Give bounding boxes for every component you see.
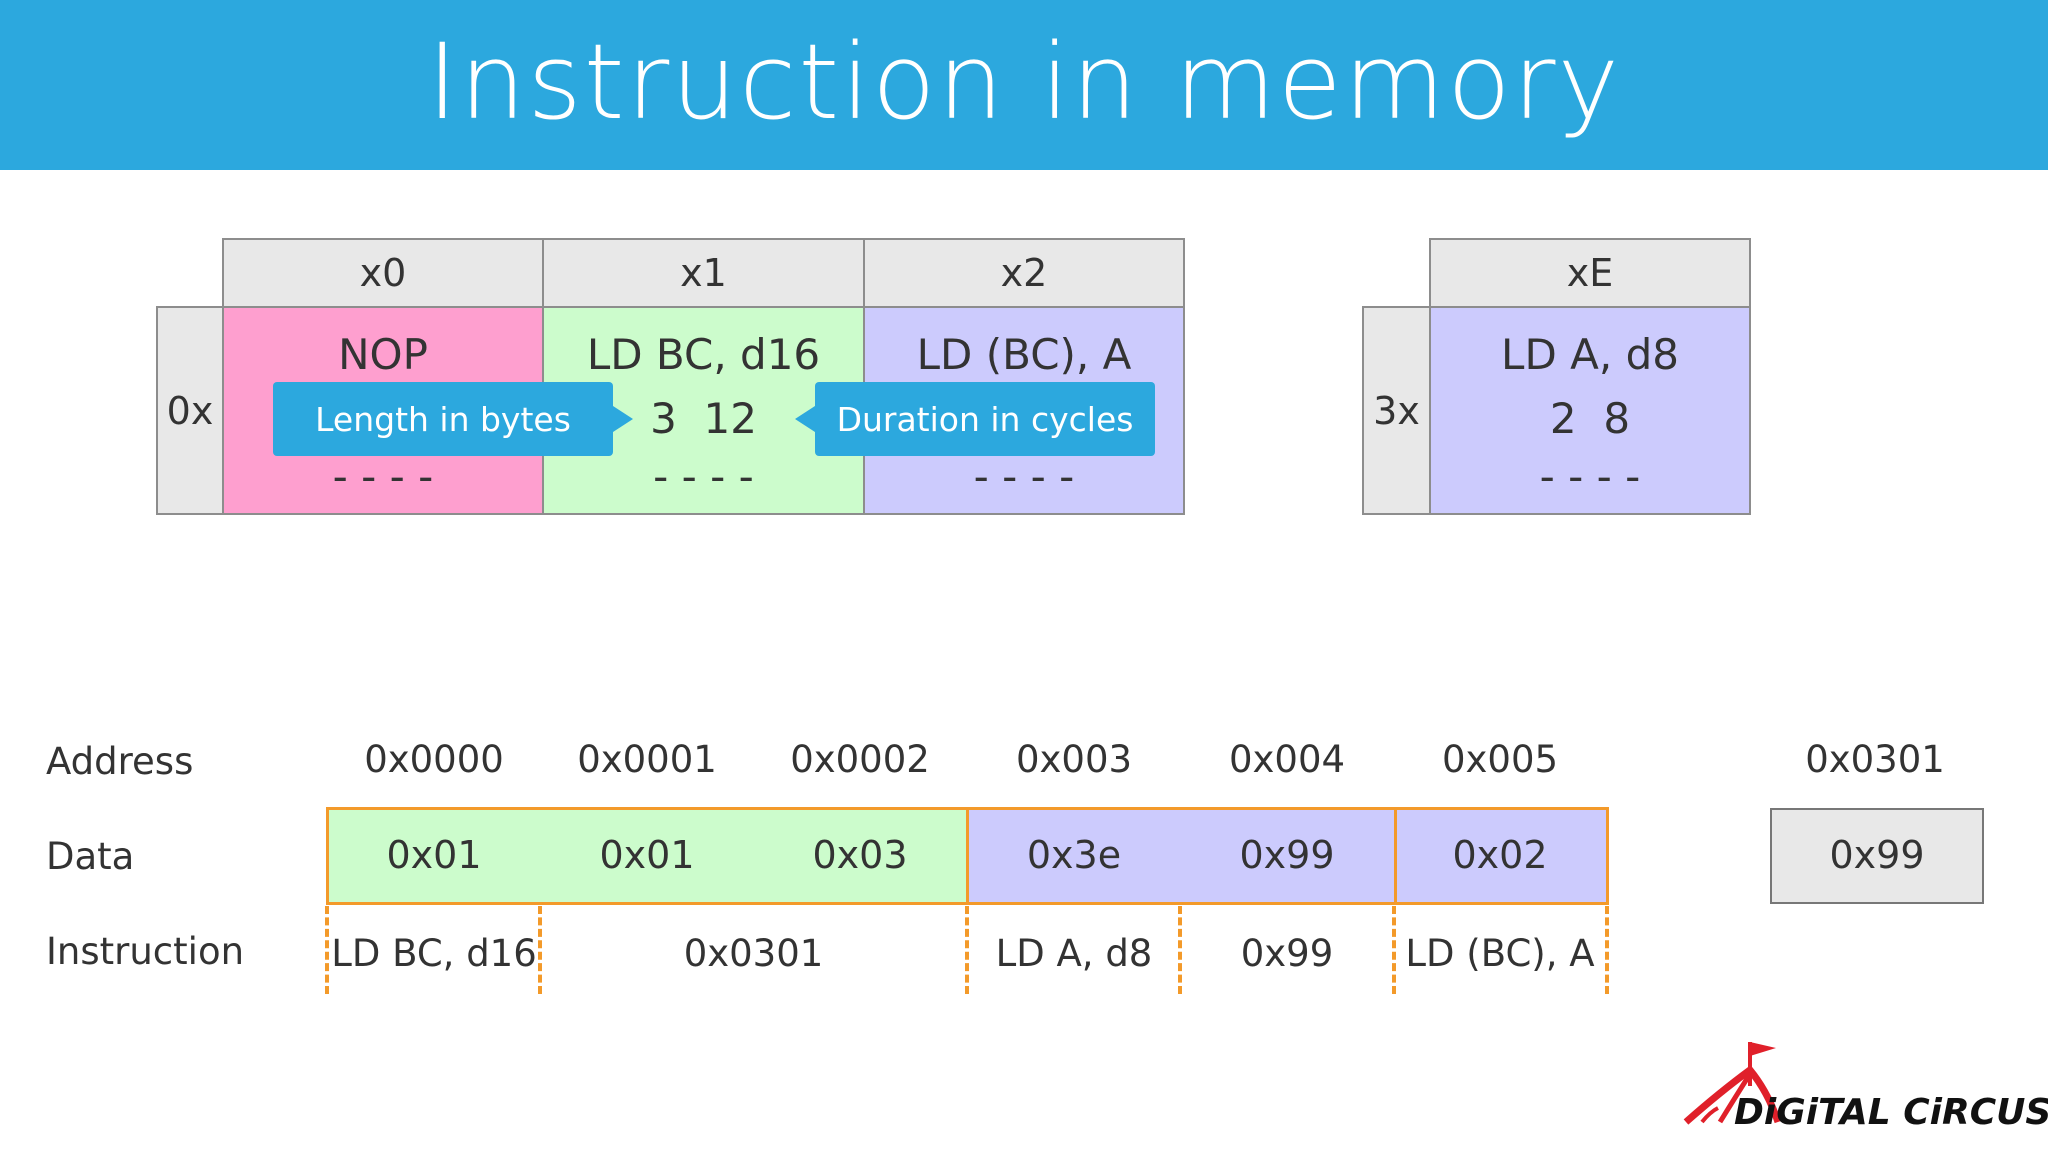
row-label-0x: 0x <box>156 306 224 515</box>
address-label: Address <box>46 740 194 783</box>
callout-pointer-right <box>613 406 633 432</box>
instruction-value: LD A, d8 <box>995 932 1153 975</box>
column-header-x0: x0 <box>222 238 544 308</box>
extra-data-block <box>1770 808 1984 904</box>
instruction-divider <box>325 906 329 994</box>
extra-address-value: 0x0301 <box>1805 738 1945 781</box>
opcode-cell-ld-a-d8: LD A, d8 2 8 - - - - <box>1429 306 1751 515</box>
callout-length-in-bytes: Length in bytes <box>273 382 613 456</box>
cell-mnemonic: LD A, d8 <box>1501 330 1679 379</box>
data-label: Data <box>46 835 135 878</box>
cell-mnemonic: LD BC, d16 <box>586 330 821 379</box>
cell-mnemonic: LD (BC), A <box>916 330 1132 379</box>
data-value: 0x99 <box>1239 833 1335 877</box>
address-value: 0x0000 <box>364 738 504 781</box>
cell-timing: 2 8 <box>1549 394 1631 443</box>
data-value: 0x01 <box>386 833 482 877</box>
instruction-divider <box>1178 906 1182 994</box>
title-banner <box>0 0 2048 170</box>
circus-tent-icon <box>1683 1042 1782 1125</box>
instruction-value: LD BC, d16 <box>331 932 537 975</box>
page-title: Instruction in memory <box>426 21 1622 143</box>
instruction-divider <box>965 906 969 994</box>
cell-timing: 3 12 <box>650 394 757 443</box>
extra-data-value: 0x99 <box>1829 833 1925 877</box>
address-value: 0x005 <box>1441 738 1559 781</box>
address-value: 0x003 <box>1015 738 1133 781</box>
data-value: 0x01 <box>599 833 695 877</box>
logo-text: DiGiTAL CiRCUS <box>1734 1092 2048 1133</box>
column-header-x2: x2 <box>863 238 1185 308</box>
column-header-x1: x1 <box>542 238 865 308</box>
instruction-value: 0x0301 <box>683 932 824 975</box>
row-label-3x: 3x <box>1362 306 1431 515</box>
address-value: 0x004 <box>1228 738 1346 781</box>
instruction-value: LD (BC), A <box>1405 932 1595 975</box>
instruction-divider <box>538 906 542 994</box>
instruction-value: 0x99 <box>1240 932 1334 975</box>
cell-flags: - - - - <box>332 452 434 501</box>
instruction-divider <box>1392 906 1396 994</box>
data-value: 0x02 <box>1452 833 1548 877</box>
column-header-xe: xE <box>1429 238 1751 308</box>
cell-mnemonic: NOP <box>338 330 428 379</box>
data-block-ld-bc-a <box>1394 807 1609 905</box>
address-value: 0x0002 <box>790 738 930 781</box>
address-value: 0x0001 <box>577 738 717 781</box>
cell-flags: - - - - <box>973 452 1075 501</box>
callout-pointer-left <box>795 406 815 432</box>
instruction-divider <box>1605 906 1609 994</box>
callout-duration-in-cycles: Duration in cycles <box>815 382 1155 456</box>
cell-flags: - - - - <box>653 452 754 501</box>
data-value: 0x03 <box>812 833 908 877</box>
digital-circus-logo: DiGiTAL CiRCUS <box>1680 1036 2048 1136</box>
cell-flags: - - - - <box>1539 452 1641 501</box>
instruction-label: Instruction <box>46 930 245 973</box>
data-value: 0x3e <box>1026 833 1122 877</box>
